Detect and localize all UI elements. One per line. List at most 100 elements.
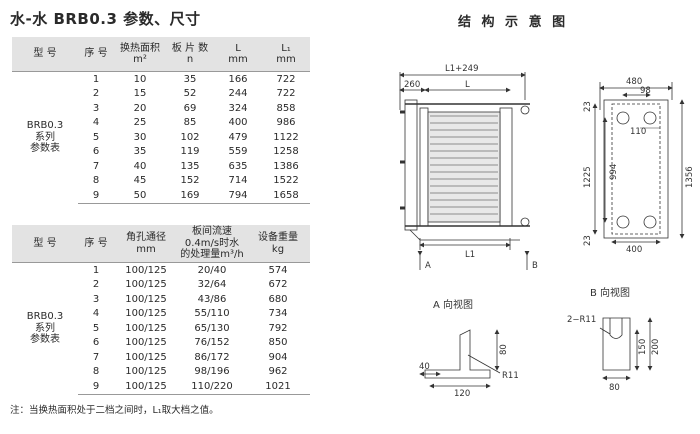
cell-seq: 8 <box>92 175 100 186</box>
cell-L: 714 <box>228 175 248 186</box>
cell-flow: 76/152 <box>194 337 230 348</box>
cell-L1: 858 <box>276 102 296 114</box>
cell-L1: 1658 <box>262 188 310 204</box>
cell-weight: 680 <box>268 293 288 305</box>
cell-L1: 1122 <box>273 131 299 143</box>
cell-L: 324 <box>228 102 248 114</box>
cell-seq: 9 <box>78 188 114 204</box>
cell-seq: 6 <box>92 146 100 157</box>
cell-plates: 69 <box>183 102 197 114</box>
cell-port: 100/125 <box>125 351 167 363</box>
side-view <box>399 72 530 270</box>
cell-L: 244 <box>228 88 248 99</box>
view-a-dim-120: 120 <box>454 389 470 399</box>
cell-flow: 110/220 <box>178 379 246 395</box>
dim-23-top: 23 <box>583 101 593 112</box>
cell-flow: 55/110 <box>194 308 230 319</box>
view-a-title: A 向视图 <box>433 298 473 311</box>
cell-L1: 986 <box>276 117 296 128</box>
dim-260: 260 <box>404 80 420 90</box>
cell-area: 10 <box>133 73 147 85</box>
view-b-title: B 向视图 <box>590 286 630 299</box>
cell-flow: 86/172 <box>194 351 230 363</box>
cell-port: 100/125 <box>114 379 178 395</box>
cell-area: 35 <box>133 146 147 157</box>
view-a-r11: R11 <box>502 371 519 381</box>
view-b-drawing <box>599 317 653 381</box>
cell-area: 40 <box>133 160 147 172</box>
cell-L1: 722 <box>276 88 296 99</box>
dim-1356: 1356 <box>685 166 695 188</box>
footnote: 注：当换热面积处于二档之间时，L₁取大档之值。 <box>10 405 219 416</box>
page-title: 水-水 BRB0.3 参数、尺寸 <box>10 10 201 28</box>
dim-480: 480 <box>626 77 642 87</box>
cell-plates: 119 <box>180 146 200 157</box>
cell-L: 794 <box>214 188 262 204</box>
cell-plates: 152 <box>180 175 200 186</box>
cell-flow: 20/40 <box>197 264 227 276</box>
cell-port: 100/125 <box>125 366 167 377</box>
cell-plates: 102 <box>180 131 200 143</box>
cell-plates: 169 <box>166 188 214 204</box>
cell-L1: 722 <box>276 73 296 85</box>
dim-400: 400 <box>626 245 642 255</box>
cell-port: 100/125 <box>125 264 167 276</box>
cell-weight: 904 <box>268 351 288 363</box>
cell-plates: 35 <box>183 73 197 85</box>
cell-seq: 1 <box>92 264 100 276</box>
cell-seq: 7 <box>92 160 100 172</box>
cell-flow: 98/196 <box>194 366 230 377</box>
cell-flow: 65/130 <box>194 322 230 334</box>
cell-L: 559 <box>228 146 248 157</box>
view-b-2r11: 2−R11 <box>567 315 596 325</box>
cell-weight: 574 <box>268 264 288 276</box>
cell-area: 30 <box>133 131 147 143</box>
cell-seq: 3 <box>92 102 100 114</box>
cell-seq: 8 <box>92 366 100 377</box>
cell-port: 100/125 <box>125 293 167 305</box>
cell-flow: 32/64 <box>197 279 227 290</box>
view-a-marker: A <box>425 261 431 271</box>
view-b-dim-80: 80 <box>609 383 620 393</box>
view-a-dim-40: 40 <box>419 362 430 372</box>
cell-flow: 43/86 <box>197 293 227 305</box>
dim-l: L <box>465 80 470 90</box>
header-seq: 序 号 <box>78 37 114 72</box>
cell-seq: 4 <box>92 308 100 319</box>
view-a-dim-80: 80 <box>499 344 509 355</box>
dim-23-bottom: 23 <box>583 235 593 246</box>
cell-area: 25 <box>133 117 147 128</box>
cell-area: 45 <box>133 175 147 186</box>
cell-L: 635 <box>228 160 248 172</box>
dim-98: 98 <box>640 86 651 96</box>
cell-seq: 2 <box>92 279 100 290</box>
view-b-dim-200: 200 <box>651 339 661 355</box>
cell-seq: 4 <box>92 117 100 128</box>
cell-weight: 850 <box>268 337 288 348</box>
cell-weight: 672 <box>268 279 288 290</box>
header-seq: 序 号 <box>78 225 114 263</box>
dim-l1-plus-249: L1+249 <box>445 64 479 74</box>
